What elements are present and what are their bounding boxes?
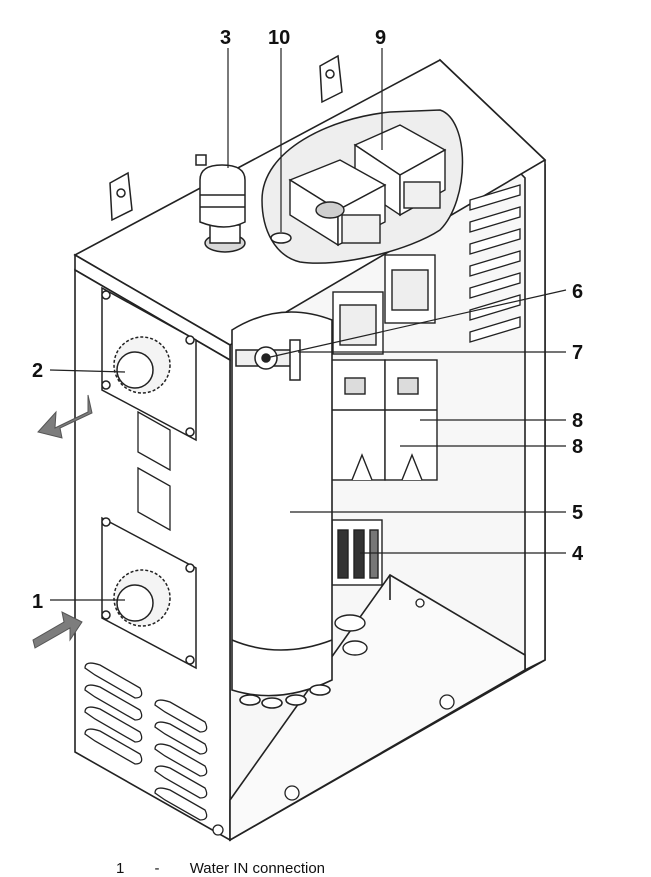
circuit-breakers bbox=[329, 359, 438, 481]
outlet-plate bbox=[101, 286, 197, 442]
callout-8b: 8 bbox=[572, 436, 583, 458]
callout-8a: 8 bbox=[572, 410, 583, 432]
leader-lines bbox=[49, 48, 567, 601]
flow-arrows bbox=[32, 394, 93, 649]
mounting-brackets bbox=[109, 54, 343, 222]
callout-7: 7 bbox=[572, 342, 583, 364]
steam-cylinder bbox=[231, 311, 333, 709]
callout-6: 6 bbox=[572, 281, 583, 303]
water-in-arrow bbox=[32, 611, 83, 649]
legend-number: 1 bbox=[116, 860, 125, 877]
level-sensor bbox=[270, 232, 292, 244]
label-stickers bbox=[137, 410, 171, 532]
callout-1: 1 bbox=[32, 591, 43, 613]
callout-4: 4 bbox=[572, 543, 584, 565]
water-out-arrow bbox=[37, 394, 93, 439]
fill-valve bbox=[195, 154, 246, 253]
leader-2 bbox=[49, 369, 126, 373]
bracket-right bbox=[319, 54, 343, 104]
callout-numbers: 3 10 9 6 7 8 8 5 4 2 1 bbox=[32, 27, 584, 613]
callout-2: 2 bbox=[32, 360, 43, 382]
terminal-blocks-top bbox=[288, 124, 447, 247]
terminal-blocks-wall bbox=[332, 254, 436, 355]
callout-10: 10 bbox=[268, 27, 290, 49]
legend-caption: 1 - Water IN connection bbox=[116, 860, 351, 877]
callout-3: 3 bbox=[220, 27, 231, 49]
callout-9: 9 bbox=[375, 27, 386, 49]
legend-text: Water IN connection bbox=[189, 860, 326, 877]
cabinet-bottom-tray bbox=[229, 573, 526, 842]
side-vent-slots bbox=[469, 184, 521, 343]
tray-screws bbox=[212, 598, 455, 836]
leader-6 bbox=[265, 289, 567, 359]
callout-5: 5 bbox=[572, 502, 583, 524]
inlet-plate bbox=[101, 516, 197, 670]
legend-dash: - bbox=[154, 860, 160, 877]
drain-fittings bbox=[334, 614, 368, 656]
front-vent-slots bbox=[84, 662, 208, 821]
power-terminal bbox=[331, 519, 383, 586]
